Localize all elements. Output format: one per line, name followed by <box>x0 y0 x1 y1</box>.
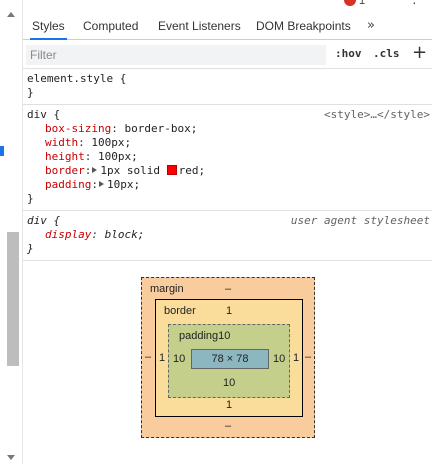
color-swatch[interactable] <box>166 165 177 175</box>
expand-triangle-icon[interactable] <box>98 181 104 187</box>
scroll-down-arrow-icon[interactable] <box>7 455 15 460</box>
margin-bottom-value[interactable]: – <box>225 420 232 432</box>
box-model-padding[interactable]: padding10 10 10 10 78 × 78 <box>168 324 290 398</box>
margin-label: margin <box>150 283 184 295</box>
tab-dom-breakpoints[interactable]: DOM Breakpoints <box>256 19 351 33</box>
scrollbar-thumb[interactable] <box>7 232 19 366</box>
rule-selector: element.style { <box>27 72 127 85</box>
border-top-value[interactable]: 1 <box>226 305 233 317</box>
css-property: display: block; <box>45 228 145 241</box>
property-value[interactable]: 1px solid <box>100 164 160 177</box>
property-name[interactable]: border <box>45 164 85 177</box>
css-property[interactable]: border:1px solid red; <box>45 164 206 177</box>
styles-pane: element.style { } div { <style>…</style>… <box>23 69 432 261</box>
expand-triangle-icon[interactable] <box>92 167 98 173</box>
scroll-up-arrow-icon[interactable] <box>7 12 15 17</box>
property-value[interactable]: border-box; <box>124 122 198 135</box>
error-icon[interactable] <box>344 0 356 6</box>
more-options-icon[interactable]: ⋮ <box>408 0 421 7</box>
border-right-value[interactable]: 1 <box>293 352 300 364</box>
border-label: border <box>164 305 196 317</box>
rule-selector: div { <box>27 214 61 227</box>
border-bottom-value[interactable]: 1 <box>226 399 233 411</box>
padding-left-value[interactable]: 10 <box>173 353 186 365</box>
rule-source-label: user agent stylesheet <box>290 214 430 227</box>
margin-left-value[interactable]: – <box>145 351 152 363</box>
css-property[interactable]: height: 100px; <box>45 150 138 163</box>
margin-top-value[interactable]: – <box>225 283 232 295</box>
div-style-rule[interactable]: div { <style>…</style> box-sizing: borde… <box>23 105 432 211</box>
selection-marker <box>0 146 4 156</box>
rule-source-link[interactable]: <style>…</style> <box>324 108 430 121</box>
css-property[interactable]: padding:10px; <box>45 178 141 191</box>
property-name[interactable]: height <box>45 150 85 163</box>
padding-label: padding10 <box>179 330 231 342</box>
element-style-rule[interactable]: element.style { } <box>23 69 432 105</box>
error-count[interactable]: 1 <box>359 0 366 7</box>
box-model-diagram: margin – – – – border 1 1 1 1 padding10 … <box>141 277 315 438</box>
css-property[interactable]: width: 100px; <box>45 136 132 149</box>
user-agent-style-rule[interactable]: div { user agent stylesheet display: blo… <box>23 211 432 261</box>
box-model-margin[interactable]: margin – – – – border 1 1 1 1 padding10 … <box>141 277 315 438</box>
hover-state-toggle[interactable]: :hov <box>335 47 362 60</box>
tab-computed[interactable]: Computed <box>83 19 139 33</box>
property-name[interactable]: box-sizing <box>45 122 112 135</box>
new-style-rule-button[interactable]: + <box>412 42 428 63</box>
filter-input[interactable] <box>26 45 326 65</box>
filter-toolbar: :hov .cls + <box>23 41 432 69</box>
property-name: display <box>45 228 92 241</box>
box-model-border[interactable]: border 1 1 1 1 padding10 10 10 10 78 × 7… <box>155 299 303 417</box>
more-tabs-chevron-icon[interactable]: » <box>367 18 375 33</box>
sidebar-tab-bar: 1 ⋮ Styles Computed Event Listeners DOM … <box>23 0 432 40</box>
rule-close-brace: } <box>27 242 34 255</box>
box-model-content[interactable]: 78 × 78 <box>191 349 269 369</box>
property-name[interactable]: width <box>45 136 79 149</box>
padding-right-value[interactable]: 10 <box>273 353 286 365</box>
rule-close-brace: } <box>27 86 34 99</box>
property-value[interactable]: 100px; <box>91 136 132 149</box>
margin-right-value[interactable]: – <box>305 351 312 363</box>
property-value: block; <box>104 228 145 241</box>
property-value[interactable]: 10px; <box>106 178 141 191</box>
rule-selector: div { <box>27 108 61 121</box>
css-property[interactable]: box-sizing: border-box; <box>45 122 198 135</box>
border-left-value[interactable]: 1 <box>159 352 166 364</box>
tab-styles[interactable]: Styles <box>30 13 67 40</box>
property-value-color[interactable]: red; <box>178 164 206 177</box>
class-toggle[interactable]: .cls <box>373 47 400 60</box>
padding-bottom-value[interactable]: 10 <box>223 377 236 389</box>
property-name[interactable]: padding <box>45 178 92 191</box>
rule-close-brace: } <box>27 192 34 205</box>
property-value[interactable]: 100px; <box>98 150 138 163</box>
tab-event-listeners[interactable]: Event Listeners <box>158 19 241 33</box>
left-scroll-gutter <box>0 0 23 464</box>
